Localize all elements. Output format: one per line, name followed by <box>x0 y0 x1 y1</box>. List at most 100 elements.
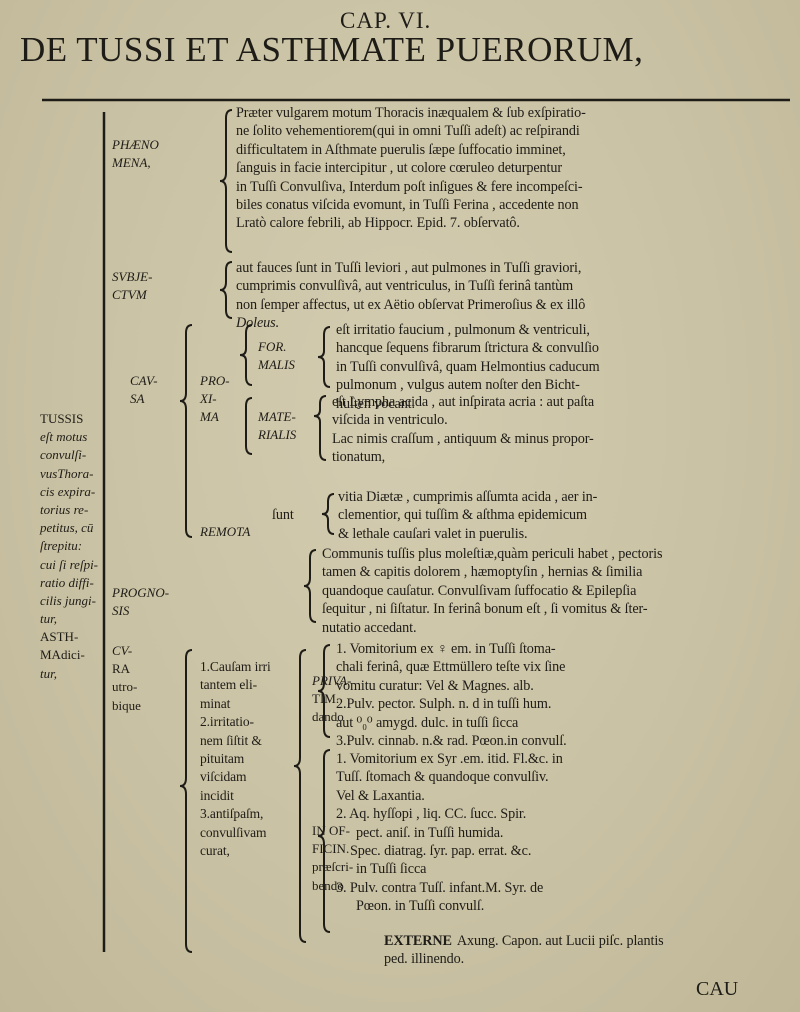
text-line: huſten vocant. <box>336 395 415 412</box>
catchword: CAU <box>696 978 739 1000</box>
formalis-label: FOR. MALIS <box>258 338 295 374</box>
text-line: in Tuſſi convulſivâ, quam Helmontius cad… <box>336 358 600 375</box>
label-line: præſcri- <box>312 859 354 875</box>
text-line: Vel & Laxantia. <box>336 787 425 804</box>
cura-aims: 1.Cauſam irri tantem eli- minat 2.irrita… <box>200 658 271 860</box>
text-line: aut fauces ſunt in Tuſſi leviori , aut p… <box>236 260 582 276</box>
text-line: 1.Cauſam irri <box>200 659 271 674</box>
text-line: quandoque cauſatur. Convulſivam ſuffocat… <box>322 582 637 599</box>
text-line: tantem eli- <box>200 677 258 693</box>
remota-text: vitia Diætæ , cumprimis aſſumta acida , … <box>338 488 597 543</box>
prognosis-brace <box>303 549 317 623</box>
text-line: Præter vulgarem motum Thoracis inæqualem… <box>236 105 586 121</box>
text-line: & lethale cauſari valet in puerulis. <box>338 525 528 542</box>
privatim-text: 1. Vomitorium ex ♀ em. in Tuſſi ſtoma- c… <box>336 640 567 750</box>
margin-line: ſtrepitu: <box>40 538 83 554</box>
text-line: nutatio accedant. <box>322 619 417 636</box>
subjectum-brace <box>219 261 233 319</box>
formalis-brace <box>239 324 253 386</box>
margin-line: torius re- <box>40 501 89 517</box>
formalis-lines-brace <box>317 326 331 388</box>
label-line: dando <box>312 709 344 725</box>
text-line: 2.Pulv. pector. Sulph. n. d in tuſſi hum… <box>336 696 552 713</box>
text-line: nem ſiſtit & <box>200 732 262 748</box>
label-line: PRO- <box>200 373 230 388</box>
remota-verb: ſunt <box>272 507 294 523</box>
label-line: SIS <box>112 603 130 619</box>
text-line: cumprimis convulſivâ, aut ventriculus, i… <box>236 278 574 295</box>
margin-line: ratio diffi- <box>40 574 94 590</box>
label-line: PRIVA- <box>312 673 352 688</box>
text-line: viſcidam <box>200 769 247 785</box>
margin-line: convulſi- <box>40 447 87 463</box>
proxima-label: PRO- XI- MA <box>200 372 230 427</box>
text-line: 2.irritatio- <box>200 714 254 730</box>
text-line: incidit <box>200 787 234 803</box>
text-line: ne ſolito vehementiorem(qui in omni Tuſſ… <box>236 123 580 140</box>
page-title: DE TUSSI ET ASTHMATE PUERORUM, <box>20 30 644 69</box>
text-line: ped. illinendo. <box>384 951 465 968</box>
label-line: CAV- <box>130 373 158 388</box>
externe-label: EXTERNE <box>384 933 452 949</box>
margin-line: ASTH- <box>40 629 79 645</box>
label-line: MALIS <box>258 357 295 373</box>
label-line: bendo <box>312 877 344 893</box>
text-line: 1. Vomitorium ex Syr .em. itid. Fl.&c. i… <box>336 751 563 767</box>
text-line: ſanguis in facie intercipitur , ut color… <box>236 160 563 177</box>
text-line: biles conatus viſcida evomunt, in Tuſſi … <box>236 196 579 213</box>
label-line: MA <box>200 409 219 425</box>
cura-label: CV- RA utro- bique <box>112 642 141 715</box>
label-line: IN OF- <box>312 823 350 838</box>
label-line: SA <box>130 391 145 407</box>
text-line: Pœon. in Tuſſi convulſ. <box>356 898 485 915</box>
label-line: FICIN. <box>312 841 350 857</box>
text-line: eſt irritatio faucium , pulmonum & ventr… <box>336 322 590 338</box>
phaenomena-label: PHÆNO MENA, <box>112 136 159 172</box>
formalis-text: eſt irritatio faucium , pulmonum & ventr… <box>336 321 600 413</box>
text-line: chali ferinâ, quæ Ettmüllero teſte vix ſ… <box>336 659 566 676</box>
text-line: pulmonum , vulgus autem noſter den Bicht… <box>336 377 580 394</box>
chapter-heading: CAP. VI. <box>340 8 432 33</box>
text-line: difficultatem in Aſthmate puerulis ſæpe … <box>236 141 566 158</box>
aims-brace <box>293 649 307 943</box>
text-line: curat, <box>200 842 230 858</box>
remota-label: REMOTA <box>200 524 251 539</box>
subjectum-label: SVBJE- CTVM <box>112 268 152 304</box>
margin-line: TUSSIS <box>40 411 84 426</box>
label-line: PROGNO- <box>112 585 170 600</box>
text-line: Tuſſ. ſtomach & quandoque convulſiv. <box>336 769 549 786</box>
text-line: Communis tuſſis plus moleſtiæ,quàm peric… <box>322 546 663 562</box>
prognosis-label: PROGNO- SIS <box>112 584 169 620</box>
text-line: Lac nimis craſſum , antiquum & minus pro… <box>332 430 594 447</box>
text-line: 3.antiſpaſm, <box>200 806 264 822</box>
margin-line: cilis jungi- <box>40 592 96 608</box>
label-line: RA <box>112 661 131 677</box>
text-line: Axung. Capon. aut Lucii piſc. plantis <box>456 933 664 949</box>
margin-definition: TUSSIS eſt motus convulſi- vusThora- cis… <box>40 410 98 683</box>
margin-line: eſt motus <box>40 429 88 445</box>
label-line: MENA, <box>112 155 151 171</box>
label-line: utro- <box>112 679 138 695</box>
text-line: pect. aniſ. in Tuſſi humida. <box>356 824 504 841</box>
label-line: FOR. <box>258 339 287 354</box>
text-line: Spec. diatrag. ſyr. pap. errat. &c. <box>350 842 532 859</box>
officina-text: 1. Vomitorium ex Syr .em. itid. Fl.&c. i… <box>336 750 563 916</box>
text-line: 2. Aq. hyſſopi , liq. CC. ſucc. Spir. <box>336 806 527 823</box>
label-line: PHÆNO <box>112 137 159 152</box>
materialis-brace <box>245 397 253 455</box>
materialis-label: MATE- RIALIS <box>258 408 296 444</box>
text-line: convulſivam <box>200 824 267 840</box>
text-line: 1. Vomitorium ex ♀ em. in Tuſſi ſtoma- <box>336 641 556 657</box>
text-line: viſcida in ventriculo. <box>332 412 448 429</box>
margin-line: vusThora- <box>40 465 94 481</box>
text-line: non ſemper affectus, ut ex Aëtio obſerva… <box>236 296 586 313</box>
margin-line: cui ſi reſpi- <box>40 556 99 572</box>
label-line: SVBJE- <box>112 269 153 284</box>
prognosis-text: Communis tuſſis plus moleſtiæ,quàm peric… <box>322 545 662 637</box>
subjectum-text: aut fauces ſunt in Tuſſi leviori , aut p… <box>236 259 585 333</box>
officina-brace <box>317 749 331 933</box>
text-line: tionatum, <box>332 449 386 466</box>
text-line: vomitu curatur: Vel & Magnes. alb. <box>336 677 534 694</box>
text-line: clementior, qui tuſſim & aſthma epidemic… <box>338 507 587 524</box>
